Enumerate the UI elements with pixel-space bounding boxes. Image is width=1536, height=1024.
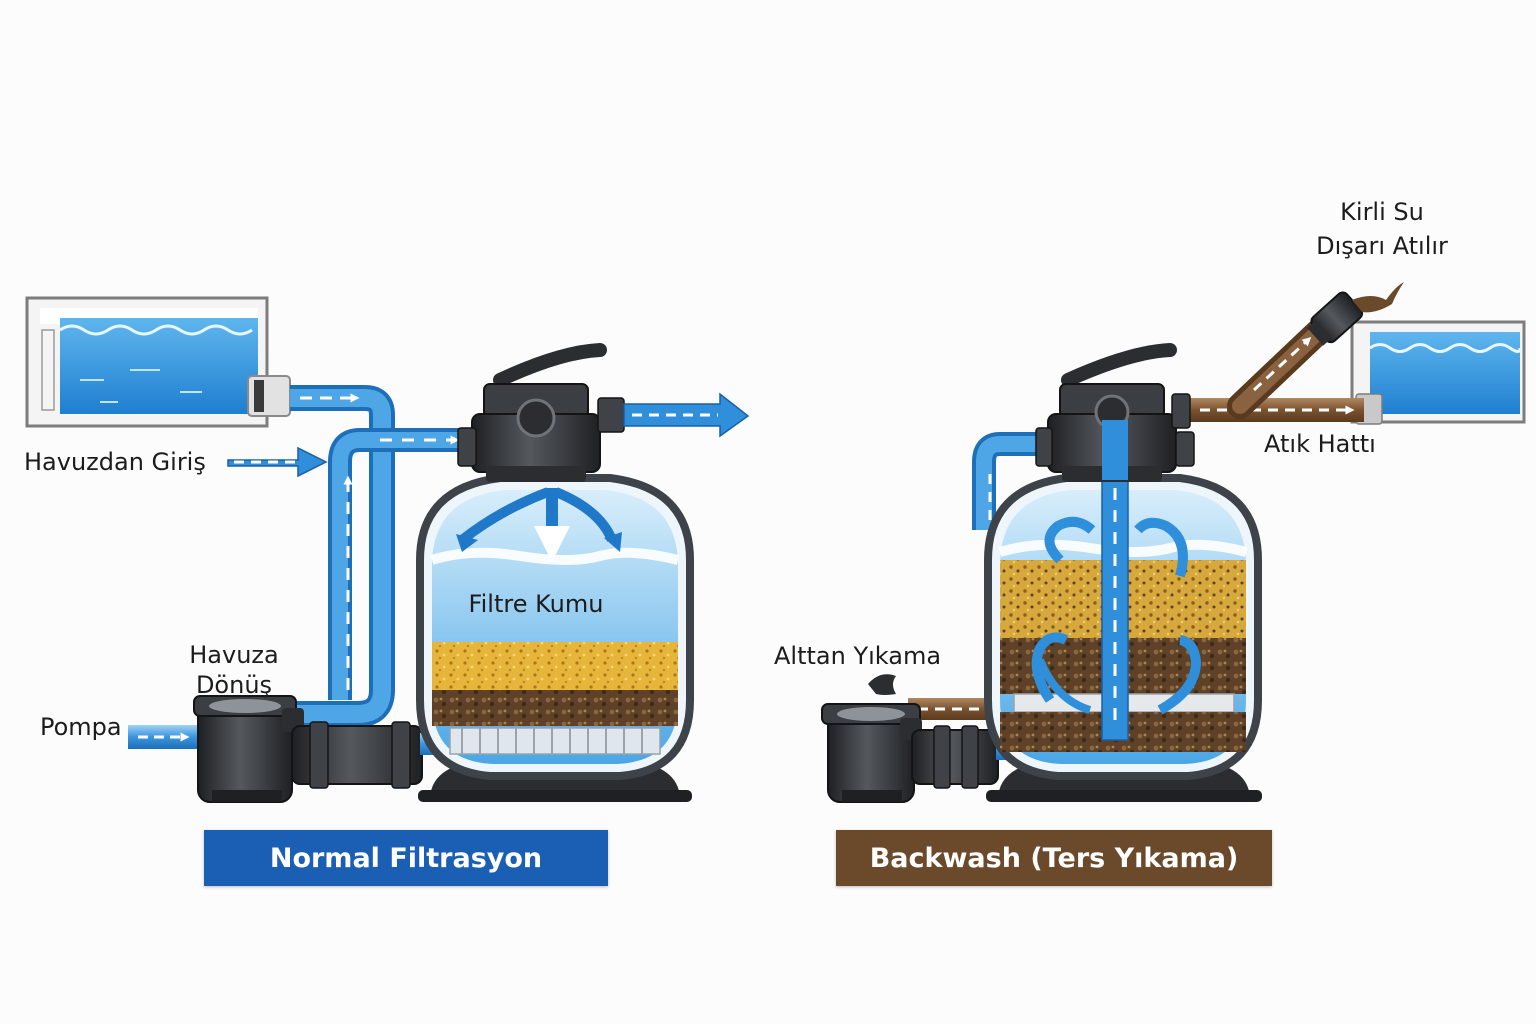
- bottom-wash-pipe: [868, 674, 1000, 720]
- caption-normal-filtration: Normal Filtrasyon: [204, 830, 608, 886]
- label-pool-inlet: Havuzdan Giriş: [24, 448, 206, 476]
- label-dirty-line1: Kirli Su: [1340, 198, 1424, 226]
- pump-inlet-arrow: [128, 725, 198, 749]
- multiport-valve-left: [457, 343, 625, 482]
- label-pump: Pompa: [40, 713, 122, 741]
- label-waste-line: Atık Hattı: [1264, 430, 1376, 458]
- inlet-pipe: [290, 385, 395, 727]
- label-return-line2: Dönüş: [196, 671, 272, 699]
- label-dirty-line2: Dışarı Atılır: [1316, 232, 1448, 260]
- waste-line-pipe: [1186, 282, 1404, 422]
- outlet-flow-arrow: [623, 392, 750, 438]
- backwash-diagram: [821, 282, 1526, 803]
- filter-tank-left: [416, 474, 694, 802]
- label-filter-sand: Filtre Kumu: [469, 590, 604, 618]
- caption-backwash: Backwash (Ters Yıkama): [836, 830, 1272, 886]
- pool-right: [1350, 320, 1526, 425]
- filter-tank-right: [984, 419, 1262, 802]
- bw-left-pipe: [972, 432, 1050, 530]
- label-bottom-wash: Alttan Yıkama: [774, 642, 941, 670]
- return-pipe: [328, 428, 470, 700]
- label-return-line1: Havuza: [189, 641, 278, 669]
- pool-left: [25, 296, 291, 428]
- inlet-flow-arrow: [227, 446, 328, 478]
- pump-left: [193, 695, 423, 803]
- normal-filtration-diagram: [25, 296, 750, 803]
- multiport-valve-right: [1035, 343, 1195, 482]
